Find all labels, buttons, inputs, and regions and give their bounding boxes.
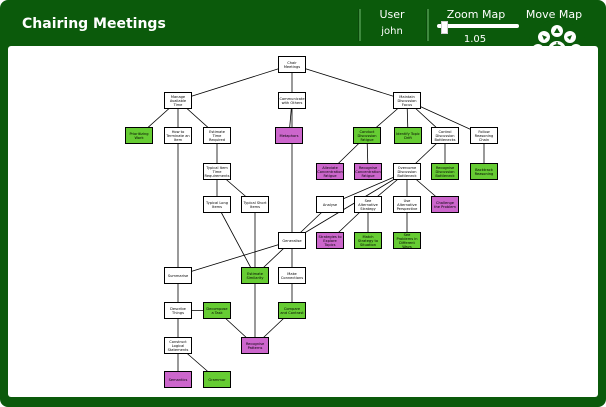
map-node-semantics[interactable]: Semantics: [164, 371, 192, 388]
user-label: User: [379, 8, 405, 21]
map-node-see-problems[interactable]: See Problems in Different Ways: [393, 232, 421, 249]
map-node-use-alt[interactable]: Use Alternative Perspective: [393, 196, 421, 213]
map-node-maintain[interactable]: Maintain Discussion Focus: [393, 92, 421, 109]
map-node-follow[interactable]: Follow Reasoning Chain: [470, 127, 498, 144]
header-divider: [426, 9, 429, 41]
map-link: [177, 64, 293, 101]
arrow-upleft-icon: [542, 35, 547, 40]
header-bar: Chairing Meetings User john Zoom Map 1.0…: [0, 0, 606, 46]
map-node-short[interactable]: Typical Short Items: [241, 196, 269, 213]
map-node-recognise-bott[interactable]: Recognise Discussion Bottleneck: [431, 163, 459, 180]
map-node-long[interactable]: Typical Long Items: [203, 196, 231, 213]
map-node-manage[interactable]: Manage Available Time: [164, 92, 192, 109]
zoom-value: 1.05: [463, 34, 487, 45]
map-node-prioritizing[interactable]: Prioritizing Work: [125, 127, 153, 144]
move-map-label: Move Map: [525, 8, 583, 21]
map-node-chair[interactable]: Chair Meetings: [278, 56, 306, 73]
map-node-compare[interactable]: Compare and Contrast: [278, 302, 306, 319]
map-node-generalise[interactable]: Generalise: [278, 232, 306, 249]
zoom-slider-thumb[interactable]: [440, 21, 448, 34]
map-node-grammar[interactable]: Grammar: [203, 371, 231, 388]
map-node-analyse[interactable]: Analyse: [316, 196, 344, 213]
arrow-up-icon: [554, 28, 560, 33]
arrow-upright-icon: [567, 35, 572, 40]
map-node-backtrack[interactable]: Backtrack Reasoning: [470, 163, 498, 180]
map-node-control[interactable]: Control Discussion Bottlenecks: [431, 127, 459, 144]
map-node-estimate-sim[interactable]: Estimate Similarity: [241, 267, 269, 284]
map-link: [216, 204, 256, 276]
pan-upright-button[interactable]: [564, 31, 576, 43]
map-node-alleviate[interactable]: Alleviate Concentration Fatigue: [316, 163, 344, 180]
map-node-terminate[interactable]: How to Terminate an Item: [164, 127, 192, 144]
map-node-challenge[interactable]: Challenge the Problem: [431, 196, 459, 213]
map-node-decompose[interactable]: Decompose a Task: [203, 302, 231, 319]
map-node-strategies[interactable]: Strategies to Explore Topics: [316, 232, 344, 249]
map-node-construct[interactable]: Construct Logical Statements: [164, 337, 192, 354]
map-node-recognise-fat[interactable]: Recognise Concentration Fatigue: [354, 163, 382, 180]
map-node-recognise-pat[interactable]: Recognise Patterns: [241, 337, 269, 354]
map-node-see-alt[interactable]: See Alternative Strategy: [354, 196, 382, 213]
zoom-label: Zoom Map: [446, 8, 506, 21]
header-divider: [358, 9, 361, 41]
map-link: [291, 64, 408, 101]
map-node-match[interactable]: Match Strategy to Situation: [354, 232, 382, 249]
map-node-communicate[interactable]: Communicate with Others: [278, 92, 306, 109]
map-node-make-conn[interactable]: Make Connections: [278, 267, 306, 284]
user-value: john: [381, 26, 403, 37]
map-node-identify[interactable]: Identify Topic Drift: [394, 127, 422, 144]
map-node-typical-time[interactable]: Typical Item Time Requirements: [203, 163, 231, 180]
map-node-overcome[interactable]: Overcome Discussion Bottleneck: [393, 163, 421, 180]
pan-up-button[interactable]: [551, 25, 563, 37]
app-title: Chairing Meetings: [22, 16, 166, 32]
map-node-describe[interactable]: Describe Things: [164, 302, 192, 319]
map-node-estimate[interactable]: Estimate Time Required: [203, 127, 231, 144]
pan-upleft-button[interactable]: [538, 31, 550, 43]
map-node-conduct[interactable]: Conduct Discussion Fatigue: [353, 127, 381, 144]
zoom-slider-track[interactable]: [437, 24, 519, 28]
map-link: [291, 171, 408, 241]
map-node-metaphor[interactable]: Metaphors: [275, 127, 303, 144]
map-node-summarise[interactable]: Summarise: [164, 267, 192, 284]
map-link: [177, 240, 293, 276]
